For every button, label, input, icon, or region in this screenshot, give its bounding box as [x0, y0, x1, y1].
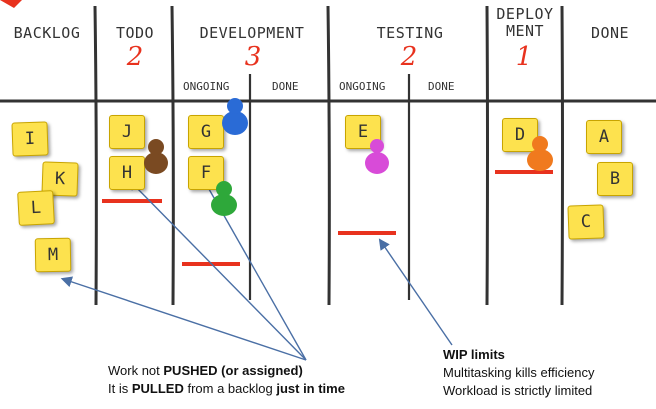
testing-wip-limit: 2	[400, 42, 418, 72]
development-wip-limit: 3	[244, 42, 262, 72]
column-header-development: DEVELOPMENT	[199, 24, 305, 42]
pull-caption: Work not PUSHED (or assigned) It is PULL…	[108, 362, 345, 398]
todo-wip-limit: 2	[126, 42, 144, 72]
deployment-title-line2: MENT	[505, 22, 545, 40]
wip-caption-line1: Multitasking kills efficiency	[443, 365, 595, 380]
wip-caption-title: WIP limits	[443, 347, 505, 362]
pull-caption-line1: Work not PUSHED (or assigned)	[108, 363, 303, 378]
card-f[interactable]: F	[188, 156, 224, 190]
column-divider-4	[485, 5, 489, 306]
person-pink-icon	[365, 139, 389, 174]
arrow-to-testing-wip	[378, 238, 453, 346]
card-a[interactable]: A	[586, 120, 622, 154]
column-header-testing: TESTING	[376, 24, 444, 42]
test-ongoing-label: ONGOING	[339, 80, 386, 93]
arrow-to-todo	[128, 179, 307, 361]
person-green-icon	[211, 181, 237, 216]
test-done-label: DONE	[428, 80, 455, 93]
wip-caption-line2: Workload is strictly limited	[443, 383, 593, 398]
arrow-to-backlog	[60, 276, 307, 361]
person-brown-icon	[144, 139, 168, 174]
card-h[interactable]: H	[109, 156, 145, 190]
deployment-wip-limit: 1	[515, 42, 533, 72]
wip-caption: WIP limits Multitasking kills efficiency…	[443, 346, 594, 400]
column-divider-3	[326, 5, 331, 306]
deployment-title-line1: DEPLOY	[496, 5, 554, 23]
column-header-done: DONE	[590, 24, 630, 42]
column-header-backlog: BACKLOG	[13, 24, 81, 42]
person-orange-icon	[527, 136, 553, 171]
column-divider-5	[560, 5, 564, 306]
column-divider-1	[93, 5, 98, 306]
pull-caption-line2: It is PULLED from a backlog just in time	[108, 381, 345, 396]
column-header-deployment: DEPLOY MENT	[490, 6, 560, 40]
dev-ongoing-label: ONGOING	[183, 80, 230, 93]
card-g[interactable]: G	[188, 115, 224, 149]
column-divider-2	[170, 5, 175, 306]
card-d[interactable]: D	[502, 118, 538, 152]
corner-arrow-icon	[0, 0, 22, 8]
card-j[interactable]: J	[109, 115, 145, 149]
person-blue-icon	[222, 98, 248, 135]
dev-done-label: DONE	[272, 80, 299, 93]
card-b[interactable]: B	[597, 162, 633, 196]
column-header-todo: TODO	[115, 24, 155, 42]
